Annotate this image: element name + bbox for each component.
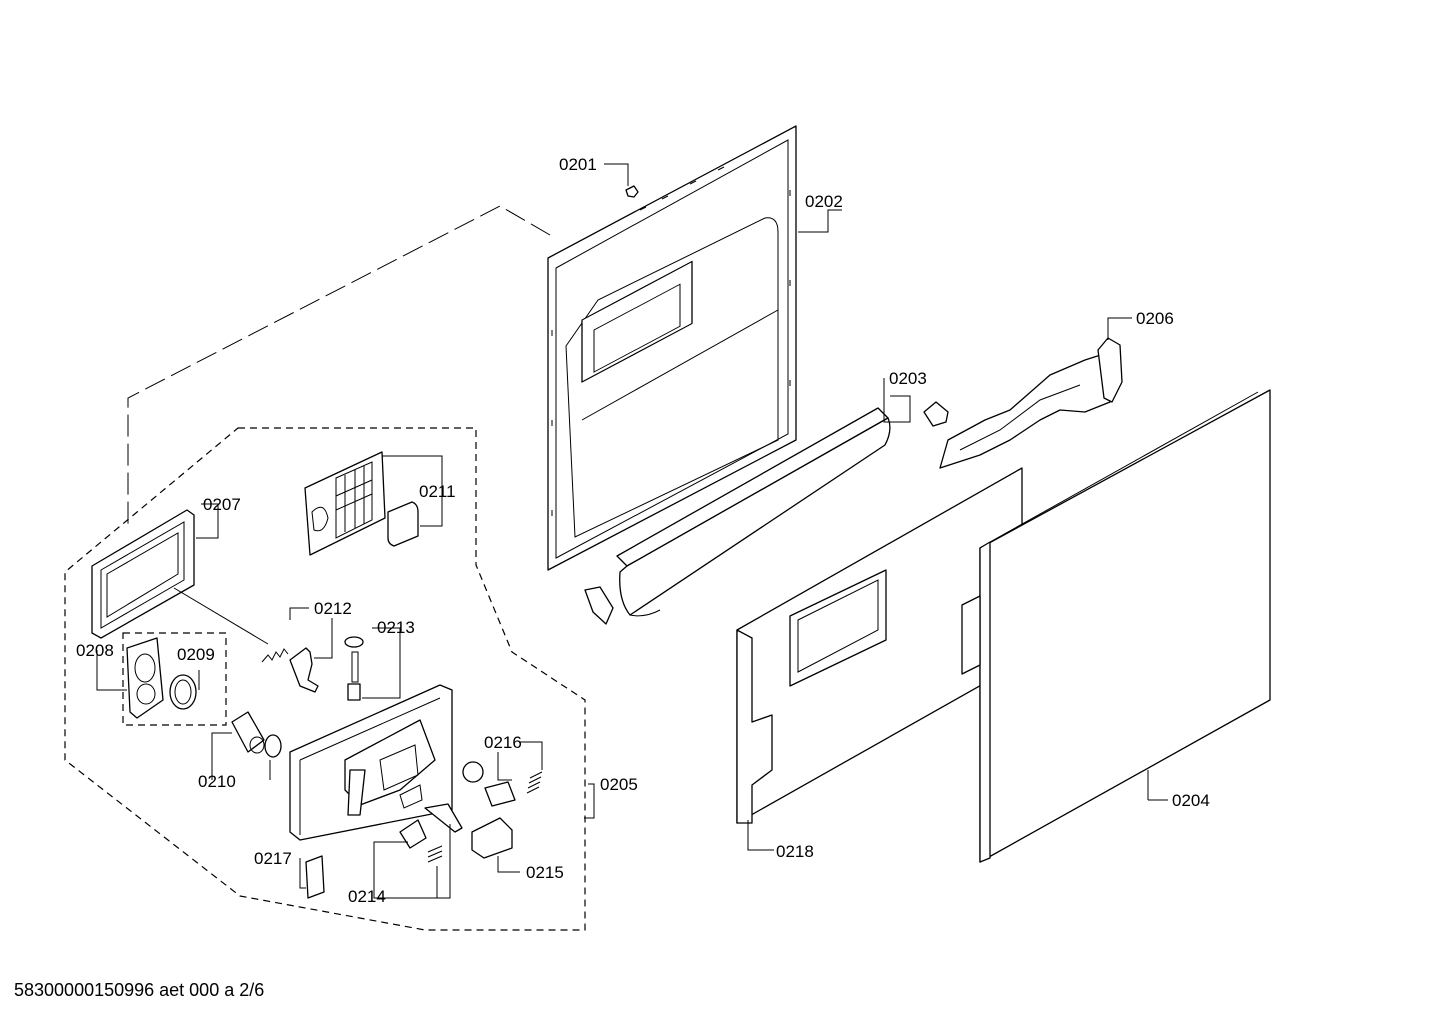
screw-0201 [625, 185, 639, 198]
sealing-ring-0209 [169, 674, 197, 710]
part-label-0204[interactable]: 0204 [1172, 791, 1210, 810]
filter-pad [387, 501, 419, 547]
part-label-0202[interactable]: 0202 [805, 192, 843, 211]
spring-0214 [427, 845, 443, 863]
nozzle-0210 [231, 711, 282, 758]
control-panel [736, 467, 1023, 824]
part-label-0213[interactable]: 0213 [377, 618, 415, 637]
clip-0217 [305, 855, 325, 899]
leader-lines [96, 163, 1168, 899]
part-label-0216[interactable]: 0216 [484, 733, 522, 752]
assignment-dash-line [127, 205, 551, 530]
seal-frame [91, 509, 195, 639]
part-label-0206[interactable]: 0206 [1136, 309, 1174, 328]
group-outline-0205 [64, 427, 586, 931]
inner-door-panel [547, 125, 797, 571]
spring-0216 [526, 771, 543, 794]
part-label-0209[interactable]: 0209 [177, 645, 215, 664]
part-label-0218[interactable]: 0218 [776, 842, 814, 861]
part-label-0203[interactable]: 0203 [889, 369, 927, 388]
part-label-0201[interactable]: 0201 [559, 155, 597, 174]
arm-0214 [424, 803, 463, 833]
dispenser-housing [289, 684, 453, 841]
part-label-0212[interactable]: 0212 [314, 599, 352, 618]
door-hinge-arm [939, 337, 1123, 469]
valve-pin-0213 [344, 636, 364, 701]
mounting-bracket [923, 401, 949, 427]
actuator-lever [484, 781, 516, 807]
solenoid-0215 [471, 817, 513, 859]
part-label-0207[interactable]: 0207 [203, 495, 241, 514]
part-label-0217[interactable]: 0217 [254, 849, 292, 868]
part-label-0214[interactable]: 0214 [348, 887, 386, 906]
part-label-0210[interactable]: 0210 [198, 772, 236, 791]
part-label-0215[interactable]: 0215 [526, 863, 564, 882]
slide-0214 [399, 819, 427, 849]
lever-0212 [261, 647, 319, 693]
handle-strip [616, 407, 891, 617]
document-code: 58300000150996 aet 000 a 2/6 [14, 980, 265, 1000]
filter-holder [304, 451, 386, 556]
hinge-clip [584, 586, 614, 625]
dispenser-cover [126, 637, 164, 719]
outer-door-panel [961, 389, 1271, 863]
subgroup-outline-0208-0209 [122, 632, 227, 726]
float-ball [462, 761, 484, 783]
part-label-0211[interactable]: 0211 [419, 482, 456, 501]
part-label-0208[interactable]: 0208 [76, 641, 114, 660]
part-label-0205[interactable]: 0205 [600, 775, 638, 794]
